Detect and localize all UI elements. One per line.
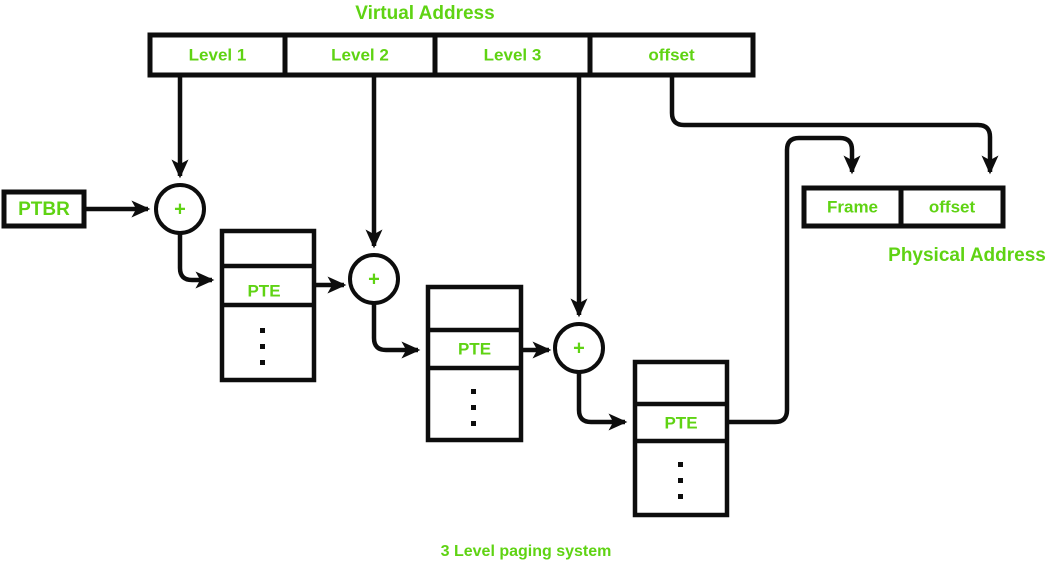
virtual-address-field-level1[interactable]: Level 1 xyxy=(147,32,288,78)
connector-adder2-to-pagetable2 xyxy=(371,304,421,359)
adder-3-label: + xyxy=(573,337,585,359)
adder-1-label: + xyxy=(174,198,186,220)
ptbr-box[interactable]: PTBR xyxy=(1,189,87,229)
ptbr-rect[interactable] xyxy=(1,189,87,229)
virtual-address-bar: Level 1 Level 2 Level 3 offset xyxy=(147,32,756,78)
physical-address-field-frame[interactable]: Frame xyxy=(801,185,904,229)
physical-address-title: Physical Address xyxy=(888,245,1046,266)
adder-3-circle xyxy=(553,322,605,374)
adder-2-label: + xyxy=(368,268,380,290)
physical-address-field-offset-label: offset xyxy=(929,197,976,216)
page-table-level-3: PTE xyxy=(632,359,730,518)
virtual-address-field-level2-label: Level 2 xyxy=(331,45,389,64)
page-table-level-2-pte-label: PTE xyxy=(458,339,491,358)
page-table-level-2: PTE xyxy=(425,284,524,443)
connector-adder3-to-pagetable3 xyxy=(576,373,628,431)
page-table-level-3-rect xyxy=(632,359,730,518)
ptbr-label: PTBR xyxy=(18,199,70,220)
page-table-level-1: PTE xyxy=(219,228,317,383)
virtual-address-field-level2[interactable]: Level 2 xyxy=(282,32,438,78)
physical-address-bar: Frame offset xyxy=(801,185,1006,229)
page-table-level-2-ellipsis xyxy=(471,389,476,426)
adder-2: + xyxy=(348,253,400,305)
page-table-level-2-rect xyxy=(425,284,524,443)
virtual-address-field-level3-label: Level 3 xyxy=(484,45,542,64)
virtual-address-field-offset-label: offset xyxy=(648,45,695,64)
virtual-address-field-offset-rect[interactable] xyxy=(587,32,756,78)
virtual-address-field-level3[interactable]: Level 3 xyxy=(432,32,593,78)
virtual-address-field-level1-label: Level 1 xyxy=(189,45,247,64)
page-table-level-1-pte-label: PTE xyxy=(247,281,280,300)
adder-2-circle xyxy=(348,253,400,305)
connector-pagetable3-to-physical-frame xyxy=(729,135,861,425)
physical-address-field-offset[interactable]: offset xyxy=(898,185,1006,229)
adder-1-circle xyxy=(154,183,206,235)
virtual-address-title: Virtual Address xyxy=(355,3,494,24)
adder-1: + xyxy=(154,183,206,235)
connector-offset-to-physical-offset xyxy=(669,77,999,175)
page-table-level-3-ellipsis xyxy=(678,462,683,499)
diagram-caption: 3 Level paging system xyxy=(441,543,612,560)
adder-3: + xyxy=(553,322,605,374)
physical-address-field-offset-rect[interactable] xyxy=(898,185,1006,229)
physical-address-field-frame-label: Frame xyxy=(827,197,878,216)
page-table-level-3-pte-label: PTE xyxy=(664,413,697,432)
connector-adder1-to-pagetable1 xyxy=(177,234,215,289)
virtual-address-field-offset[interactable]: offset xyxy=(587,32,756,78)
page-table-level-1-ellipsis xyxy=(260,328,265,365)
